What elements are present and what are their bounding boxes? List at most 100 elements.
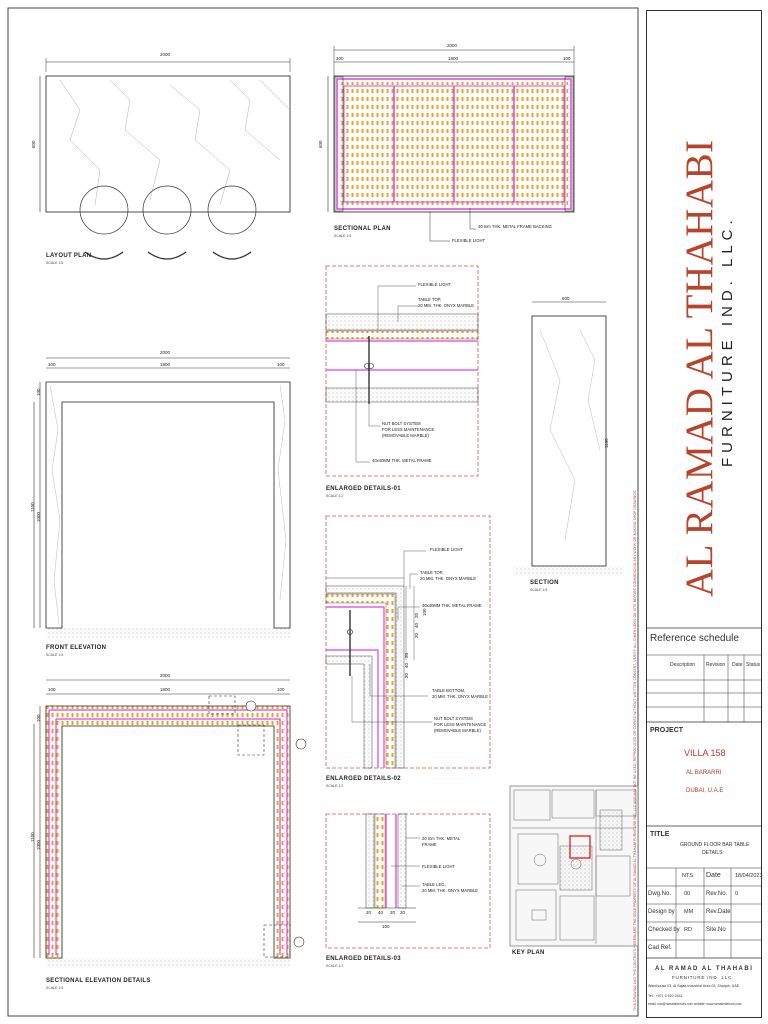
detail-03-note-leg-2: 20 MM. THK. ONYX MARBLE (422, 888, 479, 893)
section-dim-width: 600 (562, 296, 570, 301)
front-elevation-dim-mid: 1800 (160, 362, 171, 367)
detail-01-note-light: FLEXIBLE LIGHT (418, 282, 452, 287)
detail-01-note-top-2: 20 MM. THK. ONYX MARBLE (418, 303, 475, 308)
company-brand-name: AL RAMAD AL THAHABI (678, 139, 721, 597)
detail-03-note-leg-1: TABLE LEG, (422, 882, 446, 887)
detail-02-note-top-1: TABLE TOP, (420, 570, 444, 575)
title-block: AL RAMAD AL THAHABI FURNITURE IND. LLC. … (633, 10, 762, 1018)
detail-01-note-top-1: TABLE TOP, (418, 297, 442, 302)
sectional-elevation-dim-total: 2000 (160, 673, 171, 678)
reference-schedule-heading: Reference schedule (650, 633, 739, 644)
row-2-value-2: 0 (735, 891, 739, 897)
table-header-revision: Revision (706, 662, 726, 668)
detail-02-note-frame: 40x40MM THK. METAL FRAME (422, 603, 482, 608)
sectional-plan-title: SECTIONAL PLAN (334, 226, 391, 232)
detail-03-note-frame-1: 20 mm THK. METAL (422, 836, 461, 841)
detail-02-note-bottom-2: 20 MM. THK. ONYX MARBLE (432, 694, 489, 699)
project-name: VILLA 158 (684, 748, 726, 758)
detail-01-note-bolt-2: FOR LESS MAINTENANCE (382, 427, 435, 432)
front-elevation-title: FRONT ELEVATION (46, 645, 107, 651)
sectional-elevation-dim-mid: 1800 (160, 687, 171, 692)
sectional-plan-note-light: FLEXIBLE LIGHT (452, 238, 486, 243)
row-3-value: MM (684, 909, 694, 915)
front-elevation-drawing (33, 357, 291, 638)
sectional-elevation-drawing (33, 679, 307, 968)
layout-plan-title: LAYOUT PLAN (46, 253, 92, 259)
detail-02-dim-5: 40 (404, 662, 409, 668)
sectional-elevation-dim-inner: 1000 (36, 839, 41, 850)
detail-02-scale: SCALE 1:2 (326, 784, 344, 788)
footer-email: email: info@ramadinteriors.com website: … (648, 1002, 742, 1006)
table-header-description: Description (670, 662, 696, 668)
detail-02-drawing (325, 515, 491, 769)
detail-02-note-bolt-3: (REMOVABLE MARBLE) (434, 728, 481, 733)
row-1-value: NTS (682, 873, 693, 879)
section-scale: SCALE 1:5 (530, 588, 548, 592)
footer-tel: Tel.: +971 6 520 0441 (648, 994, 683, 998)
detail-02-dim-1: 20 (414, 612, 419, 618)
row-2-label-2: Rev.No. (706, 891, 728, 897)
detail-02-title: ENLARGED DETAILS-02 (326, 776, 401, 782)
project-city: DUBAI, U.A.E (686, 788, 724, 794)
sectional-plan-note-frame: 40 mm THK. METAL FRAME BACKING (478, 224, 552, 229)
sectional-elevation-dim-height: 1100 (30, 832, 35, 842)
sectional-plan-dim-right: 100 (563, 56, 571, 61)
front-elevation-scale: SCALE 1:5 (46, 653, 64, 657)
row-5-label: Cad Ref. (648, 945, 672, 951)
detail-01-title: ENLARGED DETAILS-01 (326, 486, 401, 492)
detail-03-scale: SCALE 1:2 (326, 964, 344, 968)
footer-address: Warehouse 03, Al Sajaa Industrial Area 0… (648, 984, 740, 988)
front-elevation-dim-height: 1100 (30, 502, 35, 512)
detail-03-note-light: FLEXIBLE LIGHT (422, 864, 456, 869)
detail-01-note-frame: 40x40MM THK. METAL FRAME (372, 458, 432, 463)
project-label: PROJECT (650, 727, 684, 734)
layout-plan-drawing (39, 58, 291, 260)
sectional-elevation-dim-top: 100 (36, 714, 41, 722)
detail-02-dim-7: 100 (422, 608, 427, 616)
sectional-elevation-dim-left: 100 (48, 687, 56, 692)
copyright-disclaimer: THIS DRAWING AND THE CONTENTS HEREIN ARE… (633, 489, 637, 1011)
detail-03-title: ENLARGED DETAILS-03 (326, 956, 401, 962)
section-title: SECTION (530, 580, 559, 586)
sectional-elevation-scale: SCALE 1:5 (46, 986, 64, 990)
row-2-label: Dwg.No. (648, 891, 672, 897)
detail-03-note-frame-2: FRAME (422, 842, 437, 847)
detail-02-dim-4: 20 (404, 652, 409, 658)
layout-plan-dim-width: 2000 (160, 52, 171, 57)
detail-03-dim-4: 20 (400, 910, 406, 915)
front-elevation-dim-left: 100 (48, 362, 56, 367)
row-1-label-2: Date (706, 872, 721, 879)
title-line-2: DETAILS (702, 850, 723, 856)
detail-02-note-bolt-1: NUT BOLT SYSTEM (434, 716, 473, 721)
detail-01-scale: SCALE 1:2 (326, 494, 344, 498)
section-dim-height: 1100 (604, 438, 609, 448)
company-brand-subtitle: FURNITURE IND. LLC. (719, 215, 736, 467)
title-block-lines (646, 627, 762, 959)
front-elevation-dim-right: 100 (277, 362, 285, 367)
detail-02-dim-2: 40 (414, 622, 419, 628)
sectional-plan-dim-total: 2000 (447, 43, 458, 48)
sectional-plan-drawing (327, 46, 575, 242)
row-1-value-2: 18/04/2023 (735, 873, 763, 879)
key-plan-title: KEY PLAN (512, 950, 545, 956)
footer-company-name: AL RAMAD AL THAHABI (655, 966, 754, 972)
detail-02-note-light: FLEXIBLE LIGHT (430, 547, 464, 552)
detail-03-dim-1: 20 (366, 910, 372, 915)
detail-01-drawing (325, 265, 479, 477)
detail-02-dim-3: 20 (414, 632, 419, 638)
row-3-label: Design by (648, 909, 675, 915)
sectional-plan-dim-height: 600 (318, 140, 323, 148)
sectional-elevation-title: SECTIONAL ELEVATION DETAILS (46, 978, 151, 984)
sectional-plan-scale: SCALE 1:5 (334, 234, 352, 238)
row-2-value: 00 (684, 891, 691, 897)
title-label: TITLE (650, 831, 670, 838)
layout-plan-dim-height: 600 (31, 140, 36, 148)
detail-02-note-bolt-2: FOR LESS MAINTENANCE (434, 722, 487, 727)
front-elevation-dim-inner: 1000 (36, 511, 41, 522)
row-3-label-2: Rev.Date (706, 909, 731, 915)
footer-company-sub: FURNITURE IND. LLC. (672, 975, 735, 980)
sectional-elevation-dim-right: 100 (277, 687, 285, 692)
row-4-label: Checked by (648, 927, 680, 933)
detail-01-note-bolt-1: NUT BOLT SYSTEM (382, 421, 421, 426)
